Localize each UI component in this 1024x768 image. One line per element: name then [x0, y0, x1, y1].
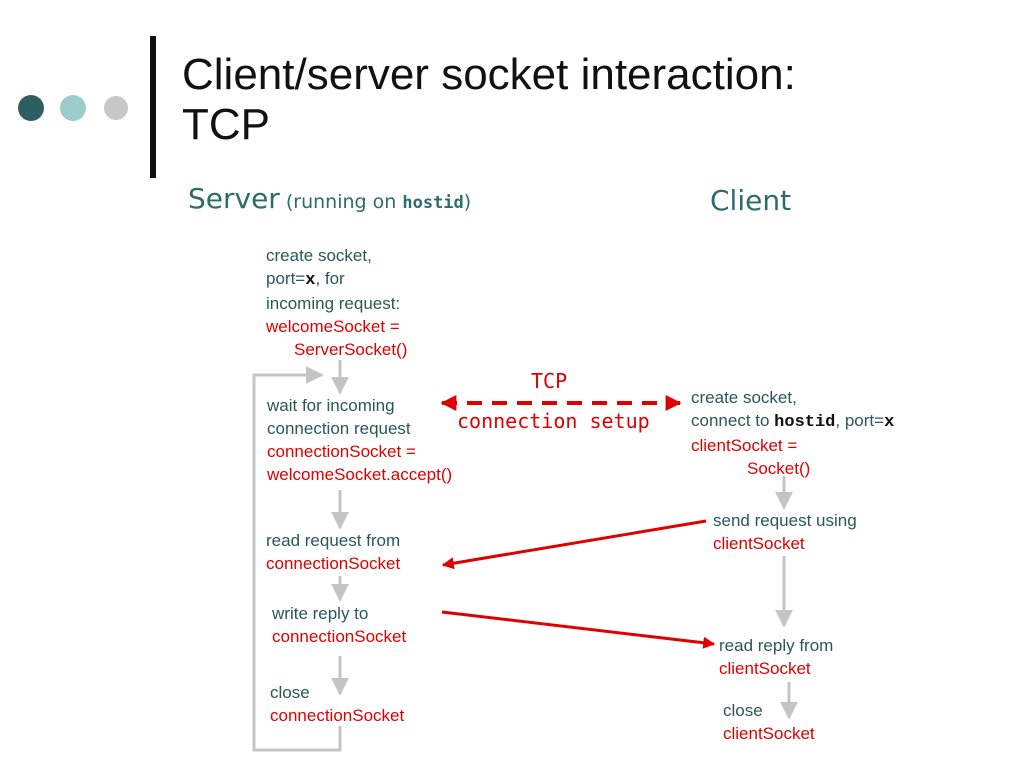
client-step-create-socket: create socket, connect to hostid, port=x… [691, 386, 894, 480]
server-close-code: connectionSocket [270, 706, 405, 725]
client-step-send: send request using clientSocket [713, 509, 857, 555]
server-write-code: connectionSocket [272, 627, 407, 646]
server-header-host: hostid [402, 193, 464, 213]
client-create-connect-line: connect to hostid, port=x [691, 409, 894, 434]
server-create-line3: incoming request: [266, 294, 401, 313]
server-wait-code1: connectionSocket = [267, 442, 416, 461]
server-write-line1: write reply to [272, 604, 369, 623]
client-create-code2: Socket() [747, 459, 811, 478]
client-send-line1: send request using [713, 511, 857, 530]
server-wait-line1: wait for incoming [267, 396, 395, 415]
client-create-connect-prefix: connect to [691, 411, 775, 430]
client-close-code: clientSocket [723, 724, 815, 743]
slide-title: Client/server socket interaction: TCP [182, 50, 796, 150]
tcp-connection-setup-label: connection setup [457, 409, 650, 433]
server-create-line1: create socket, [266, 246, 372, 265]
server-step-read: read request from connectionSocket [266, 529, 400, 575]
title-divider-bar [150, 36, 156, 178]
tcp-connection-setup-text: connection setup [457, 409, 650, 433]
client-step-close: close clientSocket [723, 699, 815, 745]
server-close-line1: close [270, 683, 310, 702]
server-create-port-value: x [305, 271, 316, 290]
client-close-line1: close [723, 701, 763, 720]
client-read-code: clientSocket [719, 659, 811, 678]
server-create-code1: welcomeSocket = [266, 317, 400, 336]
server-header-paren-open: (running on [279, 191, 403, 213]
server-create-port-line: port=x, for [266, 267, 407, 292]
server-loop-arrow [252, 366, 342, 752]
server-create-port-suffix: , for [315, 269, 345, 288]
server-header: Server (running on hostid) [188, 182, 471, 215]
server-step-create-socket: create socket, port=x, for incoming requ… [266, 244, 407, 361]
client-header: Client [710, 184, 791, 217]
slide-title-line2: TCP [182, 100, 270, 149]
client-create-port-value: x [884, 413, 895, 432]
server-wait-line2: connection request [267, 419, 411, 438]
reply-message-arrow [441, 610, 716, 649]
server-read-line1: read request from [266, 531, 401, 550]
client-create-host: hostid [774, 413, 836, 432]
client-send-code: clientSocket [713, 534, 805, 553]
bullet-dot-gray [104, 96, 128, 120]
server-wait-code2: welcomeSocket.accept() [267, 465, 453, 484]
server-create-code2: ServerSocket() [294, 340, 408, 359]
server-step-close: close connectionSocket [270, 681, 404, 727]
client-create-line1: create socket, [691, 388, 797, 407]
bullet-dot-teal [60, 95, 86, 121]
server-step-write: write reply to connectionSocket [272, 602, 406, 648]
client-step-read: read reply from clientSocket [719, 634, 833, 680]
slide-title-line1: Client/server socket interaction: [182, 50, 796, 99]
client-create-port-prefix: , port= [835, 411, 885, 430]
server-header-label: Server [188, 182, 280, 215]
client-create-code1: clientSocket = [691, 436, 798, 455]
request-message-arrow [441, 519, 707, 570]
client-header-label: Client [710, 184, 792, 217]
client-read-line1: read reply from [719, 636, 834, 655]
bullet-dot-dark [18, 95, 44, 121]
tcp-label-title: TCP [531, 369, 568, 393]
server-step-wait: wait for incoming connection request con… [267, 394, 452, 486]
server-read-code: connectionSocket [266, 554, 401, 573]
server-create-port-prefix: port= [266, 269, 306, 288]
tcp-label: TCP [531, 369, 567, 393]
server-header-paren-close: ) [463, 191, 472, 213]
